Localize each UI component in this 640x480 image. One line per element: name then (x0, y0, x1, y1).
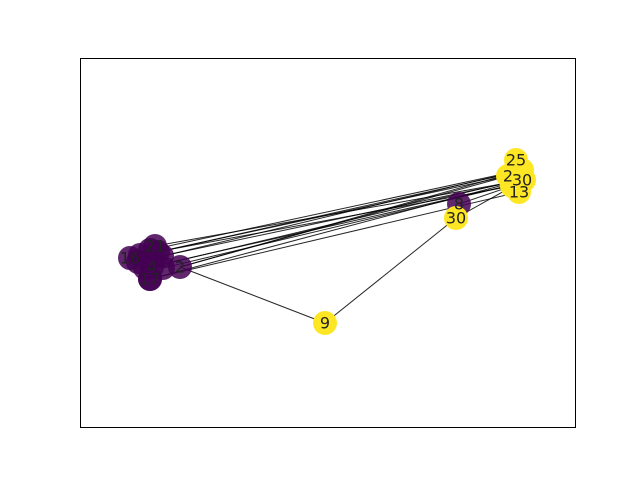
graph-edge (149, 169, 523, 251)
graph-edge (137, 169, 523, 263)
graph-edge (179, 266, 326, 324)
plot-frame (80, 58, 576, 428)
node-label: 4 (147, 258, 157, 277)
node-label: 16 (120, 249, 140, 268)
node-label: 21 (145, 237, 165, 256)
graph-node (168, 255, 192, 279)
node-label: 30 (512, 171, 532, 190)
node-label: 2 (175, 258, 185, 277)
node-label: 13 (509, 183, 529, 202)
graph-edge (154, 179, 525, 247)
graph-node (444, 206, 468, 230)
node-label: 25 (506, 151, 526, 170)
node-label: 8 (454, 195, 464, 214)
graph-node (507, 180, 531, 204)
graph-edge (324, 217, 457, 324)
edges (129, 169, 525, 324)
node-label: 30 (446, 209, 466, 228)
node-label: 17 (140, 270, 160, 289)
graph-node (138, 267, 162, 291)
graph-edge (179, 172, 514, 268)
node-label: 9 (320, 314, 330, 333)
node-label: 2 (503, 167, 513, 186)
graph-node (313, 311, 337, 335)
